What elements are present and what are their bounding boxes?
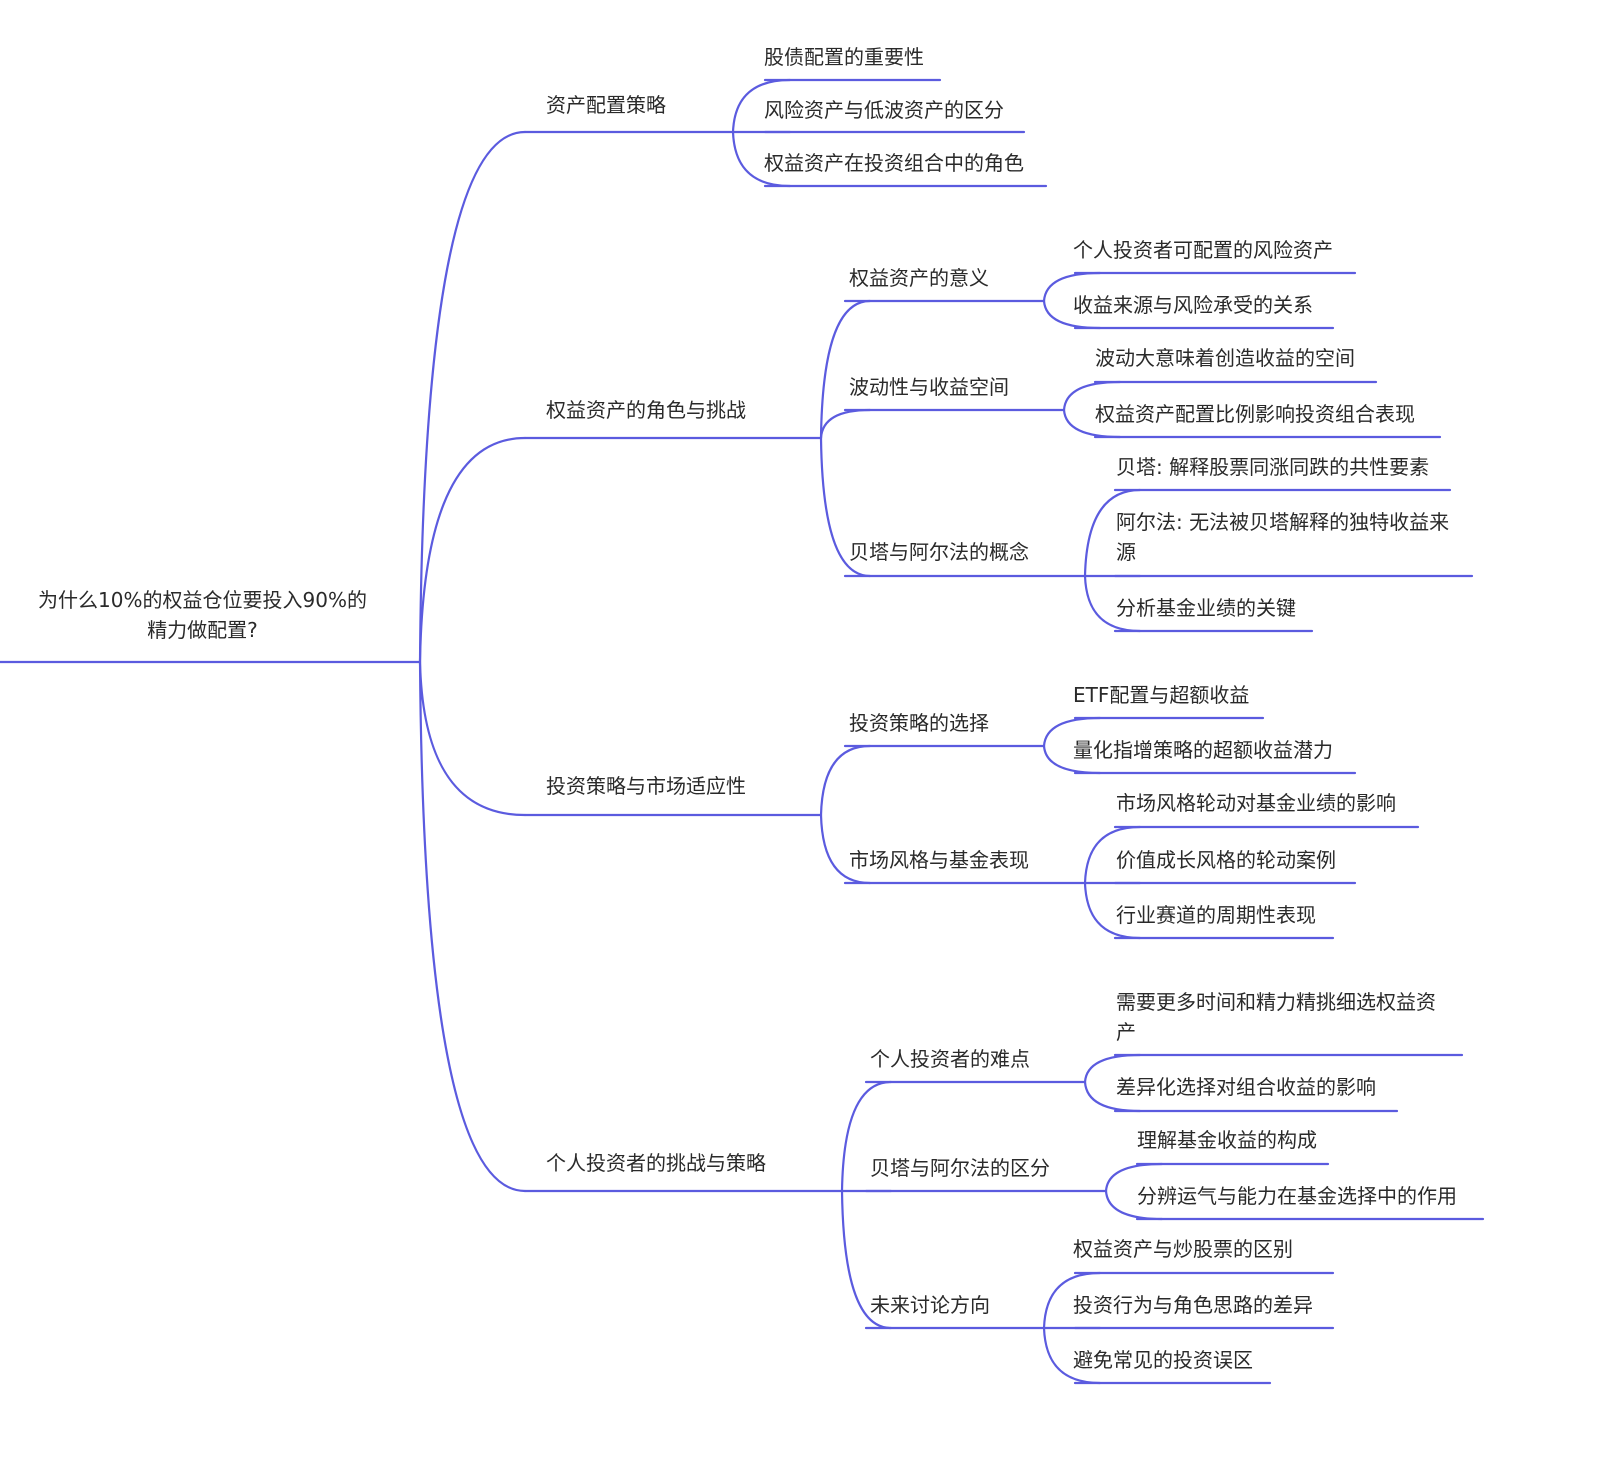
root-node-line: 为什么10%的权益仓位要投入90%的 xyxy=(38,588,367,612)
topic-node[interactable]: 未来讨论方向 xyxy=(870,1293,990,1317)
branch-node[interactable]: 个人投资者的挑战与策略 xyxy=(546,1151,766,1175)
topic-node[interactable]: 股债配置的重要性 xyxy=(764,45,924,69)
root-node[interactable]: 为什么10%的权益仓位要投入90%的精力做配置? xyxy=(0,585,405,645)
subtopic-node[interactable]: 波动大意味着创造收益的空间 xyxy=(1095,346,1355,370)
subtopic-node[interactable]: 贝塔: 解释股票同涨同跌的共性要素 xyxy=(1116,455,1430,479)
edge-branch-to-topic xyxy=(840,1189,893,1330)
subtopic-node[interactable]: 投资行为与角色思路的差异 xyxy=(1073,1293,1313,1317)
topic-node[interactable]: 个人投资者的难点 xyxy=(870,1047,1030,1071)
topic-node[interactable]: 波动性与收益空间 xyxy=(849,375,1009,399)
topic-node[interactable]: 投资策略的选择 xyxy=(849,711,989,735)
topic-node[interactable]: 权益资产在投资组合中的角色 xyxy=(764,151,1024,175)
topic-node[interactable]: 权益资产的意义 xyxy=(849,266,989,290)
edge-branch-to-topic xyxy=(819,299,872,440)
subtopic-node[interactable]: 避免常见的投资误区 xyxy=(1073,1348,1253,1372)
edge-branch-to-topic xyxy=(819,408,872,440)
subtopic-node[interactable]: 阿尔法: 无法被贝塔解释的独特收益来源 xyxy=(1116,507,1449,567)
subtopic-node[interactable]: 市场风格轮动对基金业绩的影响 xyxy=(1116,791,1396,815)
topic-node[interactable]: 贝塔与阿尔法的区分 xyxy=(870,1156,1050,1180)
topic-node[interactable]: 风险资产与低波资产的区分 xyxy=(764,98,1004,122)
subtopic-node[interactable]: 价值成长风格的轮动案例 xyxy=(1116,848,1336,872)
subtopic-node-line: 产 xyxy=(1116,1020,1136,1044)
edge-root-to-branch xyxy=(418,660,527,1193)
branch-node[interactable]: 投资策略与市场适应性 xyxy=(546,774,746,798)
edge-root-to-branch xyxy=(418,660,527,817)
edge-branch-to-topic xyxy=(819,744,872,817)
edge-topic-to-subtopic xyxy=(1083,488,1142,578)
subtopic-node[interactable]: 分辨运气与能力在基金选择中的作用 xyxy=(1137,1184,1457,1208)
edge-branch-to-topic xyxy=(819,436,872,578)
subtopic-node[interactable]: 权益资产与炒股票的区别 xyxy=(1073,1237,1293,1261)
topic-node[interactable]: 市场风格与基金表现 xyxy=(849,848,1029,872)
subtopic-node[interactable]: 分析基金业绩的关键 xyxy=(1116,596,1296,620)
topic-node[interactable]: 贝塔与阿尔法的概念 xyxy=(849,540,1029,564)
subtopic-node-line: 阿尔法: 无法被贝塔解释的独特收益来 xyxy=(1116,510,1450,534)
subtopic-node[interactable]: 收益来源与风险承受的关系 xyxy=(1073,293,1313,317)
subtopic-node-line: 源 xyxy=(1116,540,1136,564)
subtopic-node-line: 需要更多时间和精力精挑细选权益资 xyxy=(1116,990,1436,1014)
branch-node[interactable]: 资产配置策略 xyxy=(546,93,666,117)
subtopic-node[interactable]: 量化指增策略的超额收益潜力 xyxy=(1073,738,1333,762)
subtopic-node[interactable]: 需要更多时间和精力精挑细选权益资产 xyxy=(1116,987,1436,1047)
edge-root-to-branch xyxy=(418,130,527,664)
edge-root-to-branch xyxy=(418,436,527,664)
subtopic-node[interactable]: ETF配置与超额收益 xyxy=(1073,683,1250,707)
subtopic-node[interactable]: 行业赛道的周期性表现 xyxy=(1116,903,1316,927)
branch-node[interactable]: 权益资产的角色与挑战 xyxy=(546,398,746,422)
root-node-line: 精力做配置? xyxy=(147,618,258,642)
subtopic-node[interactable]: 个人投资者可配置的风险资产 xyxy=(1073,238,1333,262)
edge-branch-to-topic xyxy=(840,1080,893,1193)
subtopic-node[interactable]: 权益资产配置比例影响投资组合表现 xyxy=(1095,402,1415,426)
subtopic-node[interactable]: 差异化选择对组合收益的影响 xyxy=(1116,1075,1376,1099)
subtopic-node[interactable]: 理解基金收益的构成 xyxy=(1137,1128,1317,1152)
